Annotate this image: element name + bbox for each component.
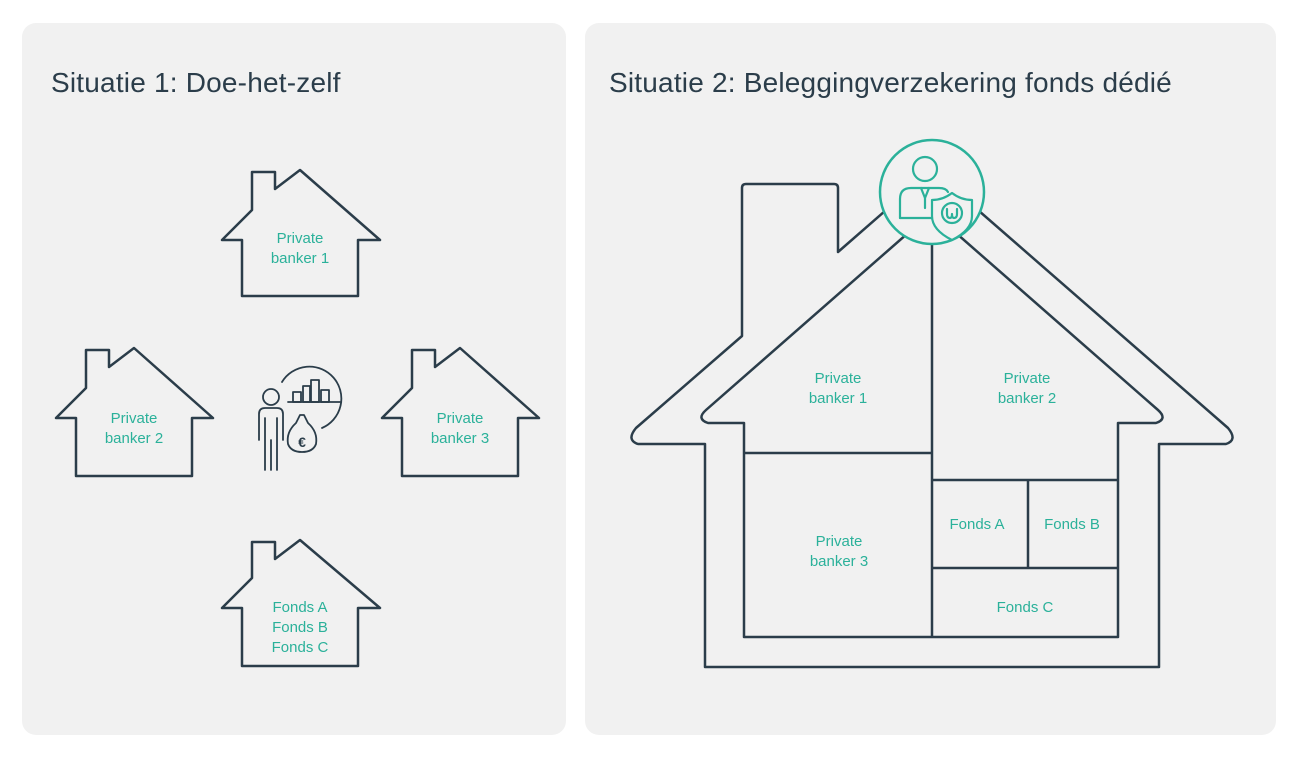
room-fonds-a: Fonds A: [949, 516, 1004, 533]
room-pb1-line-2: banker 1: [809, 390, 867, 407]
panel-2-title: Situatie 2: Beleggingverzekering fonds d…: [609, 67, 1172, 98]
advisor-with-shield-icon: [878, 138, 986, 246]
house-private-banker-2: Private banker 2: [54, 346, 215, 478]
room-pb3-line-1: Private: [816, 533, 863, 550]
panel-situatie-1: Situatie 1: Doe-het-zelf: [22, 23, 566, 735]
house-1-label-line-1: Private: [277, 230, 324, 247]
house-fonds: Fonds A Fonds B Fonds C: [220, 538, 382, 668]
investor-with-money-bag-icon: €: [258, 365, 343, 471]
room-pb2-line-2: banker 2: [998, 390, 1056, 407]
room-pb3-line-2: banker 3: [810, 553, 868, 570]
house-2-label-line-1: Private: [111, 410, 158, 427]
house-3-label-line-2: banker 3: [431, 430, 489, 447]
house-fonds-line-3: Fonds C: [272, 639, 329, 656]
panel-1-title: Situatie 1: Doe-het-zelf: [51, 67, 341, 98]
room-fonds-b: Fonds B: [1044, 516, 1100, 533]
house-private-banker-1: Private banker 1: [220, 168, 382, 298]
room-fonds-c: Fonds C: [997, 599, 1054, 616]
room-pb1-line-1: Private: [815, 370, 862, 387]
house-3-label-line-1: Private: [437, 410, 484, 427]
svg-text:€: €: [298, 434, 306, 450]
house-fonds-line-2: Fonds B: [272, 619, 328, 636]
house-1-label-line-2: banker 1: [271, 250, 329, 267]
room-pb2-line-1: Private: [1004, 370, 1051, 387]
panel-situatie-2: Situatie 2: Beleggingverzekering fonds d…: [585, 23, 1276, 735]
big-house: [630, 168, 1234, 669]
house-fonds-line-1: Fonds A: [272, 599, 327, 616]
house-2-label-line-2: banker 2: [105, 430, 163, 447]
house-private-banker-3: Private banker 3: [380, 346, 541, 478]
